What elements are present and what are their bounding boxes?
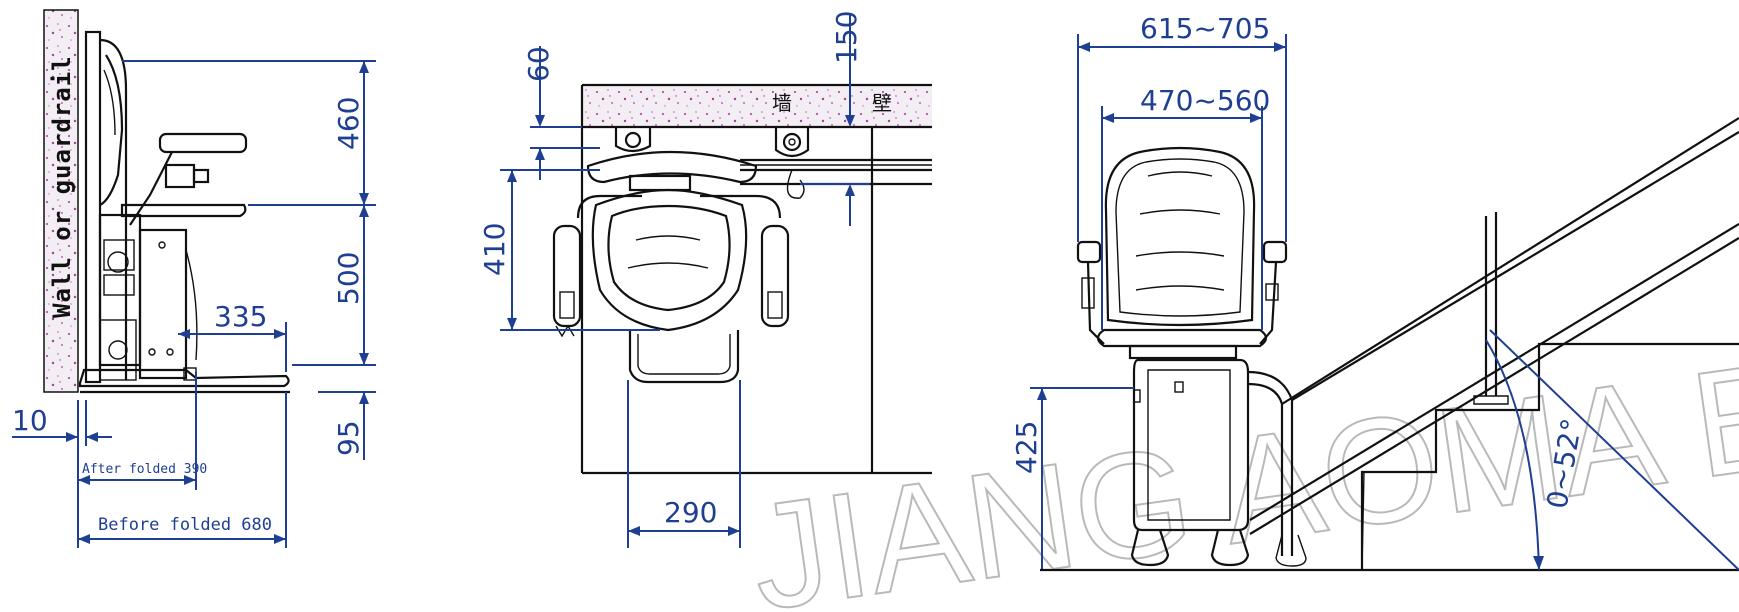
dim-floor-95: 95 <box>332 420 365 456</box>
dim-after-folded-390: After folded 390 <box>82 462 207 477</box>
side-view: Wall or guardrail <box>12 9 376 548</box>
top-view: 墙 壁 <box>478 11 932 548</box>
dim-seat-height-425: 425 <box>1010 421 1043 474</box>
top-wall-hatch <box>582 85 932 127</box>
dim-top-gap-60: 60 <box>522 46 555 82</box>
dim-depth-410: 410 <box>478 223 511 276</box>
front-chair-body <box>1076 146 1288 567</box>
top-chair-body <box>552 150 790 384</box>
wall-char-1: 墙 <box>772 91 792 115</box>
dim-backrest-460: 460 <box>332 97 365 150</box>
dim-footrest-width-290: 290 <box>664 496 717 529</box>
wall-hatch <box>43 9 79 393</box>
dim-outer-width: 615~705 <box>1140 12 1270 45</box>
side-chair-body <box>78 30 290 394</box>
stairs <box>1360 342 1739 571</box>
front-view: 615~705 470~560 <box>1010 12 1739 572</box>
stair-rail <box>1247 117 1739 567</box>
dim-wall-gap-10: 10 <box>12 404 48 437</box>
dim-before-folded-680: Before folded 680 <box>98 515 272 535</box>
dim-rail-offset-150: 150 <box>830 11 863 64</box>
dim-seat-500: 500 <box>332 252 365 305</box>
wall-label: Wall or guardrail <box>48 55 76 318</box>
dim-footrest-335: 335 <box>214 300 267 333</box>
dim-inner-width: 470~560 <box>1140 84 1270 117</box>
wall-char-2: 壁 <box>872 91 892 115</box>
